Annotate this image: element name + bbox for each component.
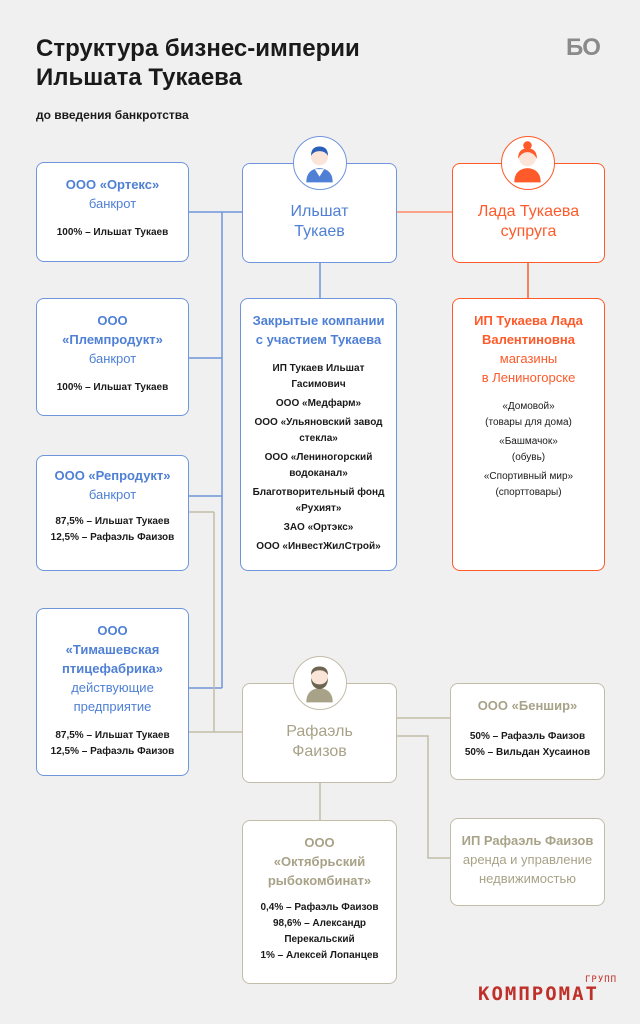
timashev-name-line1: ООО	[97, 623, 128, 638]
timashev-box: ООО «Тимашевская птицефабрика» действующ…	[36, 608, 189, 776]
closed-item: ООО «Лениногорский	[264, 452, 373, 463]
closed-item: водоканал»	[289, 468, 348, 479]
shop-item: «Спортивный мир»	[483, 471, 574, 482]
ip-lada-desc-line1: магазины	[499, 351, 558, 366]
closed-title-line2: с участием Тукаева	[255, 332, 382, 347]
benshir-box: ООО «Беншир» 50% – Рафаэль Фаизов 50% – …	[450, 683, 605, 780]
bo-logo: БО	[566, 34, 601, 62]
closed-item: ЗАО «Ортэкс»	[283, 522, 354, 533]
plemprodukt-status: банкрот	[88, 351, 137, 366]
closed-title-line1: Закрытые компании	[252, 313, 385, 328]
timashev-status-line1: действующие	[71, 680, 154, 695]
plemprodukt-name-line1: ООО	[97, 313, 128, 328]
timashev-name-line3: птицефабрика»	[62, 661, 163, 676]
october-name-line1: ООО	[304, 835, 335, 850]
reprodukt-box: ООО «Репродукт» банкрот 87,5% – Ильшат Т…	[36, 455, 189, 571]
october-owners: 0,4% – Рафаэль Фаизов 98,6% – Александр …	[243, 900, 396, 964]
closed-item: ООО «Ульяновский завод	[254, 417, 383, 428]
closed-item: ООО «ИнвестЖилСтрой»	[256, 541, 381, 552]
ip-lada-box: ИП Тукаева Лада Валентиновна магазины в …	[452, 298, 605, 571]
ip-lada-desc-line2: в Лениногорске	[481, 370, 576, 385]
lada-role: супруга	[500, 223, 557, 240]
october-owner: 0,4% – Рафаэль Фаизов	[260, 902, 379, 913]
bearded-man-avatar-icon	[293, 656, 347, 710]
plemprodukt-owner: 100% – Ильшат Тукаев	[56, 382, 169, 393]
rafael-ip-connector	[397, 735, 450, 859]
october-owner: 1% – Алексей Лопанцев	[260, 950, 379, 961]
ip-rafael-desc-line2: недвижимостью	[479, 871, 576, 886]
reprodukt-owner-2: 12,5% – Рафаэль Фаизов	[50, 532, 175, 543]
october-owner: 98,6% – Александр	[272, 918, 367, 929]
watermark-small-text: ГРУПП	[585, 975, 618, 985]
ortex-name: ООО «Ортекс»	[65, 177, 160, 192]
title-line-1: Структура бизнес-империи	[36, 35, 360, 62]
october-name-line2: «Октябрьский	[273, 854, 366, 869]
closed-item: «Рухият»	[295, 503, 342, 514]
shop-item: «Домовой»	[502, 401, 555, 412]
ip-rafael-box: ИП Рафаэль Фаизов аренда и управление не…	[450, 818, 605, 906]
shop-item: (спорттовары)	[495, 487, 562, 498]
closed-item: ООО «Медфарм»	[275, 398, 362, 409]
timashev-name-line2: «Тимашевская	[65, 642, 160, 657]
ilshat-name-line1: Ильшат	[290, 203, 349, 220]
timashev-owner-1: 87,5% – Ильшат Тукаев	[55, 730, 170, 741]
ortex-box: ООО «Ортекс» банкрот 100% – Ильшат Тукае…	[36, 162, 189, 262]
ortex-status: банкрот	[88, 196, 137, 211]
reprodukt-status: банкрот	[88, 487, 137, 502]
subtitle: до введения банкротства	[36, 108, 189, 122]
ip-lada-name-line2: Валентиновна	[481, 332, 575, 347]
plemprodukt-box: ООО «Племпродукт» банкрот 100% – Ильшат …	[36, 298, 189, 416]
plemprodukt-name-line2: «Племпродукт»	[62, 332, 163, 347]
ip-rafael-name: ИП Рафаэль Фаизов	[461, 833, 594, 848]
logo-text: БО	[566, 34, 601, 61]
closed-list: ИП Тукаев Ильшат Гасимович ООО «Медфарм»…	[241, 361, 396, 555]
shop-item: (товары для дома)	[485, 417, 572, 428]
october-owner: Перекальский	[284, 934, 355, 945]
ortex-owner: 100% – Ильшат Тукаев	[56, 227, 169, 238]
timashev-status-line2: предприятие	[73, 699, 152, 714]
reprodukt-name: ООО «Репродукт»	[54, 468, 171, 483]
page-title: Структура бизнес-империи Ильшата Тукаева	[36, 34, 456, 92]
lada-box: Лада Тукаева супруга	[452, 163, 605, 263]
shop-item: (обувь)	[511, 452, 546, 463]
rafael-name-line2: Фаизов	[292, 743, 347, 760]
shop-item: «Башмачок»	[499, 436, 558, 447]
timashev-owner-2: 12,5% – Рафаэль Фаизов	[50, 746, 175, 757]
rafael-name-line1: Рафаэль	[286, 723, 353, 740]
lada-name: Лада Тукаева	[477, 203, 580, 220]
closed-item: стекла»	[299, 433, 338, 444]
ilshat-box: Ильшат Тукаев	[242, 163, 397, 263]
woman-avatar-icon	[501, 136, 555, 190]
benshir-name: ООО «Беншир»	[477, 698, 578, 713]
ip-lada-name-line1: ИП Тукаева Лада	[474, 313, 583, 328]
closed-companies-box: Закрытые компании с участием Тукаева ИП …	[240, 298, 397, 571]
closed-item: Гасимович	[291, 379, 346, 390]
october-box: ООО «Октябрьский рыбокомбинат» 0,4% – Ра…	[242, 820, 397, 984]
man-avatar-icon	[293, 136, 347, 190]
october-name-line3: рыбокомбинат»	[267, 873, 372, 888]
reprodukt-owner-1: 87,5% – Ильшат Тукаев	[55, 516, 170, 527]
benshir-owner-1: 50% – Рафаэль Фаизов	[469, 731, 586, 742]
benshir-owner-2: 50% – Вильдан Хусаинов	[464, 747, 591, 758]
shops-list: «Домовой» (товары для дома) «Башмачок» (…	[453, 399, 604, 501]
title-line-2: Ильшата Тукаева	[36, 64, 242, 91]
ilshat-name-line2: Тукаев	[294, 223, 345, 240]
watermark-text: КОМПРОМАТ	[478, 983, 599, 1005]
closed-item: ИП Тукаев Ильшат	[272, 363, 365, 374]
ip-rafael-desc-line1: аренда и управление	[462, 852, 593, 867]
closed-item: Благотворительный фонд	[252, 487, 385, 498]
